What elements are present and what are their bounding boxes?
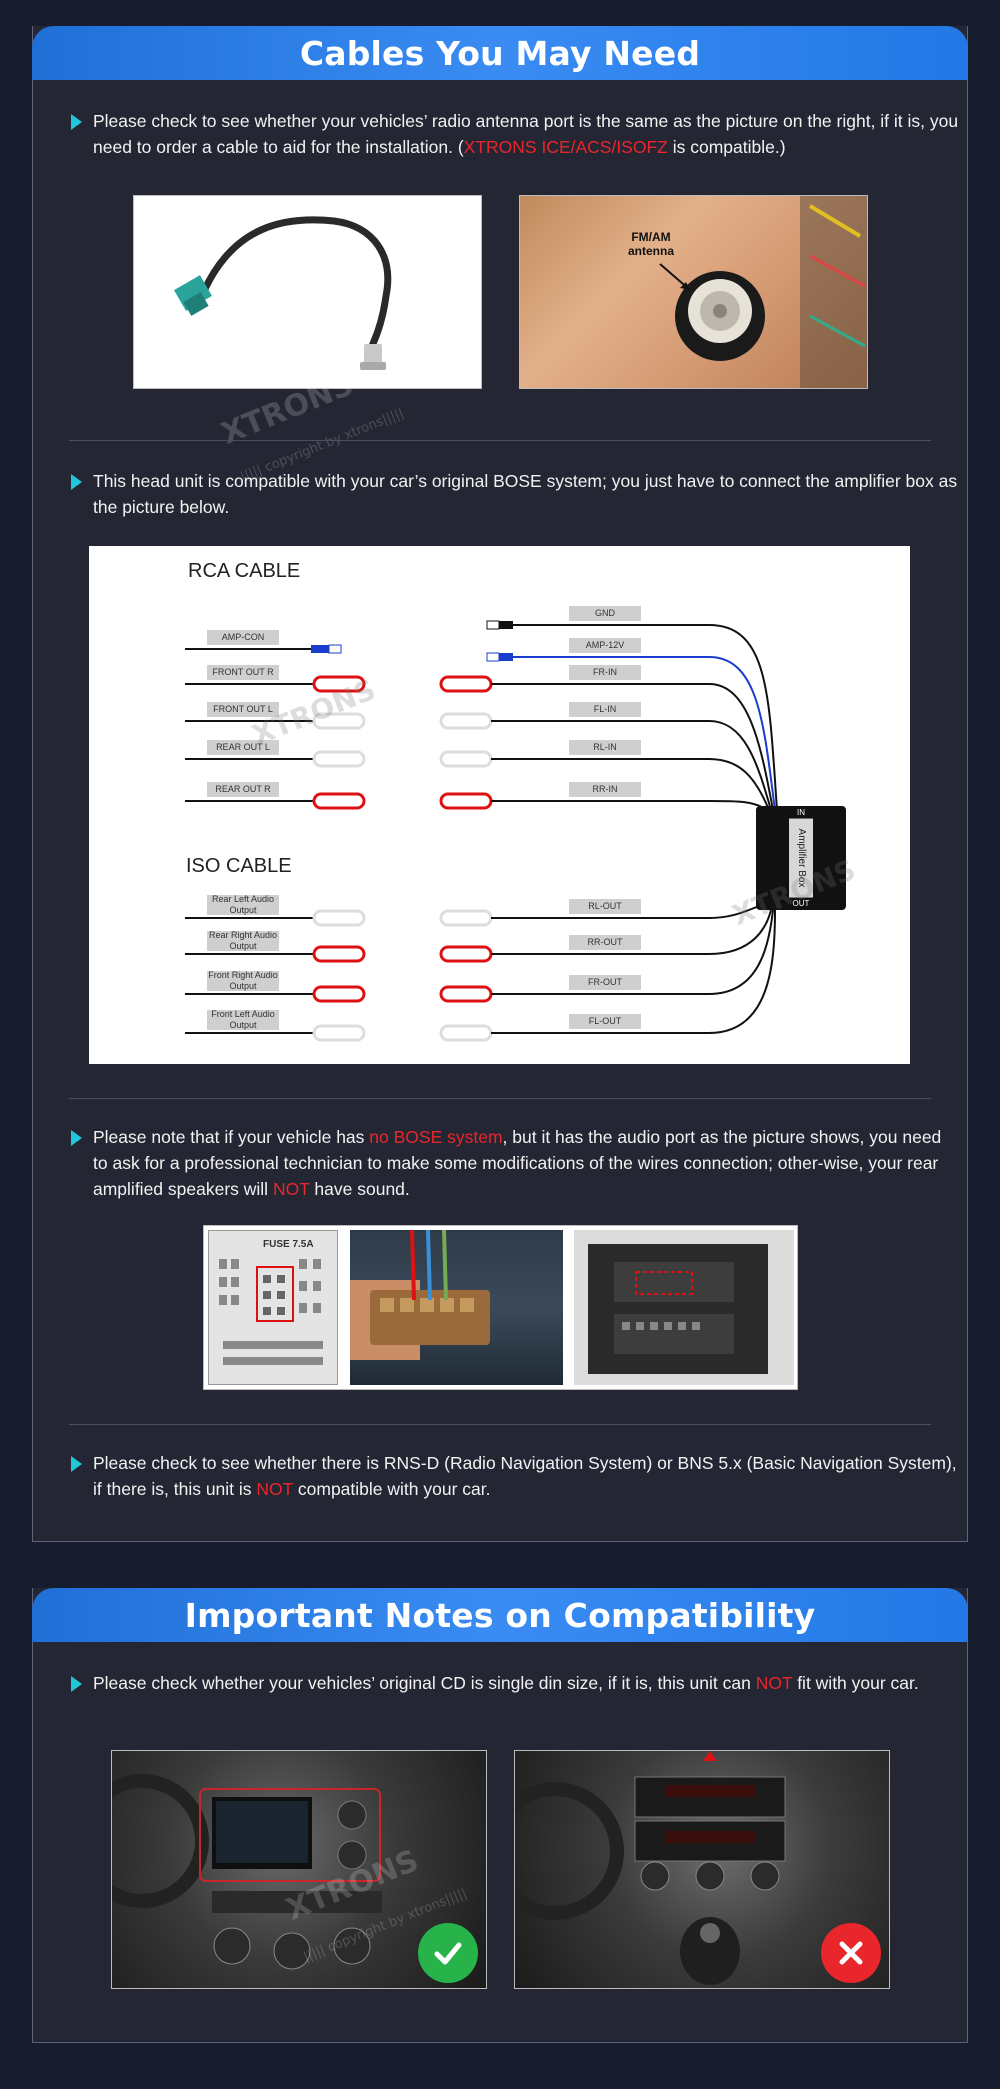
divider bbox=[69, 440, 931, 441]
wiring-diagram: RCA CABLE ISO CABLE bbox=[89, 546, 910, 1064]
arrow-bullet-icon bbox=[71, 1676, 82, 1692]
antenna-port-photo: FM/AM antenna bbox=[519, 195, 868, 389]
amp-out-label: OUT bbox=[792, 899, 810, 908]
divider bbox=[69, 1424, 931, 1425]
compatibility-panel: Important Notes on Compatibility Please … bbox=[32, 1588, 968, 2043]
tag-front-right-audio: Front Right Audio Output bbox=[207, 970, 279, 991]
fuse-diagram: FUSE 7.5A bbox=[208, 1230, 338, 1385]
incompatible-dash-photo bbox=[514, 1750, 890, 1989]
tag-front-left-audio: Front Left Audio Output bbox=[207, 1009, 279, 1030]
arrow-bullet-icon bbox=[71, 114, 82, 130]
fuse-label: FUSE 7.5A bbox=[263, 1239, 314, 1250]
tag-rr-in: RR-IN bbox=[569, 782, 641, 797]
tag-amp-con: AMP-CON bbox=[207, 630, 279, 645]
connector-photo bbox=[350, 1230, 563, 1385]
rca-cable-title: RCA CABLE bbox=[188, 560, 301, 582]
compatibility-title: Important Notes on Compatibility bbox=[184, 1595, 816, 1635]
tag-rl-out: RL-OUT bbox=[569, 899, 641, 914]
tag-fl-in: FL-IN bbox=[569, 702, 641, 717]
tag-rear-left-audio: Rear Left Audio Output bbox=[207, 894, 279, 915]
tag-amp-12v: AMP-12V bbox=[569, 638, 641, 653]
note-bose: This head unit is compatible with your c… bbox=[69, 468, 959, 520]
note-no-bose: Please note that if your vehicle has no … bbox=[69, 1124, 959, 1202]
compatible-dash-photo bbox=[111, 1750, 487, 1989]
note-rns: Please check to see whether there is RNS… bbox=[69, 1450, 959, 1502]
tag-gnd: GND bbox=[569, 606, 641, 621]
amp-label: Amplifier Box bbox=[789, 818, 813, 898]
note-single-din: Please check whether your vehicles’ orig… bbox=[69, 1670, 959, 1696]
note-antenna: Please check to see whether your vehicle… bbox=[69, 108, 959, 160]
tag-rr-out: RR-OUT bbox=[569, 935, 641, 950]
divider bbox=[69, 1098, 931, 1099]
cables-header: Cables You May Need bbox=[32, 26, 968, 80]
tag-fl-out: FL-OUT bbox=[569, 1014, 641, 1029]
amplifier-box: IN Amplifier Box OUT bbox=[756, 806, 846, 910]
cables-panel: Cables You May Need Please check to see … bbox=[32, 26, 968, 1542]
tag-rear-out-r: REAR OUT R bbox=[207, 782, 279, 797]
antenna-cable-photo bbox=[133, 195, 482, 389]
tag-front-out-r: FRONT OUT R bbox=[207, 665, 279, 680]
arrow-bullet-icon bbox=[71, 1130, 82, 1146]
tag-fr-out: FR-OUT bbox=[569, 975, 641, 990]
tag-rear-out-l: REAR OUT L bbox=[207, 740, 279, 755]
cross-icon bbox=[821, 1923, 881, 1983]
tag-rear-right-audio: Rear Right Audio Output bbox=[207, 930, 279, 951]
amp-in-label: IN bbox=[797, 808, 805, 817]
tag-fr-in: FR-IN bbox=[569, 665, 641, 680]
antenna-label: FM/AM antenna bbox=[627, 230, 674, 258]
arrow-bullet-icon bbox=[71, 474, 82, 490]
checkmark-icon bbox=[418, 1923, 478, 1983]
tag-rl-in: RL-IN bbox=[569, 740, 641, 755]
iso-cable-title: ISO CABLE bbox=[186, 855, 292, 877]
socket-photo bbox=[574, 1230, 794, 1385]
tag-front-out-l: FRONT OUT L bbox=[207, 702, 279, 717]
arrow-bullet-icon bbox=[71, 1456, 82, 1472]
compatibility-header: Important Notes on Compatibility bbox=[32, 1588, 968, 1642]
audio-port-photos: FUSE 7.5A bbox=[203, 1225, 798, 1390]
cables-title: Cables You May Need bbox=[299, 33, 701, 73]
